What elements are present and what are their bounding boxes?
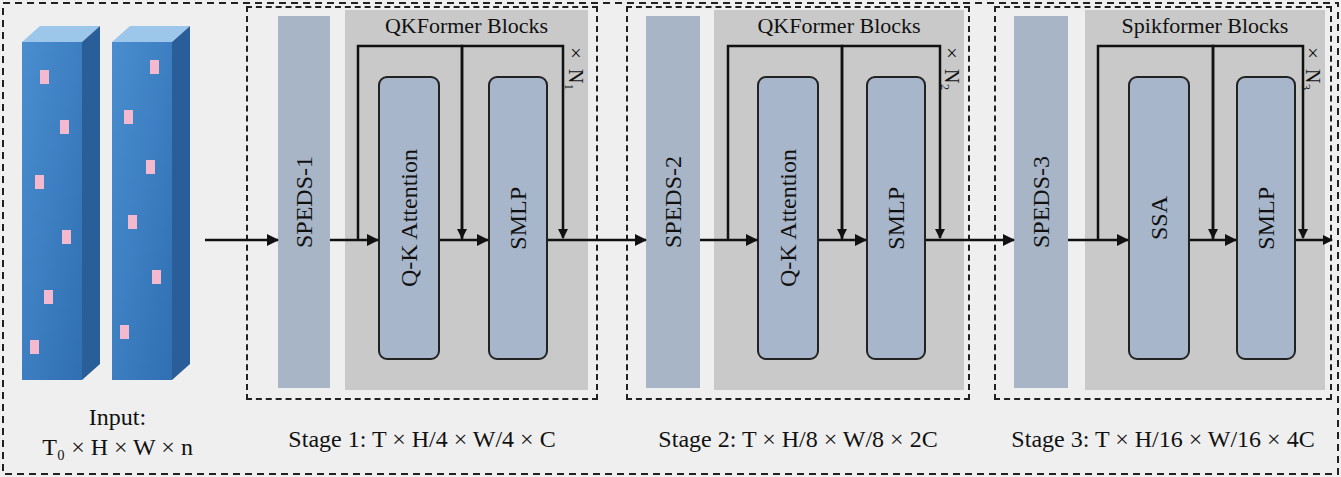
speds-block: SPEDS-3: [1014, 16, 1068, 388]
stage-caption: Stage 1: T × H/4 × W/4 × C: [226, 426, 618, 453]
stage-group: Stage 1: T × H/4 × W/4 × CSPEDS-1QKForme…: [246, 6, 598, 468]
block-label: SPEDS-3: [1028, 156, 1055, 248]
block-label: SPEDS-1: [291, 156, 318, 248]
operator-box: SMLP: [488, 76, 548, 360]
block-label: SPEDS-2: [660, 156, 687, 248]
stage-group: Stage 3: T × H/16 × W/16 × 4CSPEDS-3Spik…: [994, 6, 1332, 468]
block-label: SMLP: [1253, 187, 1280, 250]
flow-arrow: [205, 239, 278, 242]
block-label: SSA: [1146, 196, 1173, 240]
operator-box: SMLP: [866, 76, 926, 360]
repeat-count: × N₂: [940, 42, 963, 90]
input-group: Input:T₀ × H × W × n: [10, 20, 205, 470]
speds-block: SPEDS-2: [646, 16, 700, 388]
blocks-panel: QKFormer Blocks × N₁ Q-K Attention SMLP: [345, 10, 588, 390]
blocks-panel: Spikformer Blocks × N₃ SSA SMLP: [1085, 10, 1325, 390]
block-label: Q-K Attention: [775, 149, 802, 287]
input-caption: T₀ × H × W × n: [0, 434, 245, 461]
operator-box: SMLP: [1236, 76, 1296, 360]
panel-title: QKFormer Blocks: [345, 13, 588, 39]
stage-caption: Stage 3: T × H/16 × W/16 × 4C: [974, 426, 1341, 453]
block-label: SMLP: [505, 187, 532, 250]
block-label: SMLP: [883, 187, 910, 250]
panel-title: QKFormer Blocks: [714, 13, 964, 39]
speds-block: SPEDS-1: [278, 16, 330, 388]
repeat-count: × N₁: [564, 42, 587, 90]
repeat-count: × N₃: [1301, 42, 1324, 90]
operator-box: Q-K Attention: [757, 76, 819, 360]
operator-box: Q-K Attention: [378, 76, 440, 360]
blocks-panel: QKFormer Blocks × N₂ Q-K Attention SMLP: [714, 10, 964, 390]
stage-caption: Stage 2: T × H/8 × W/8 × 2C: [606, 426, 990, 453]
block-label: Q-K Attention: [396, 149, 423, 287]
operator-box: SSA: [1128, 76, 1190, 360]
panel-title: Spikformer Blocks: [1085, 13, 1325, 39]
stage-group: Stage 2: T × H/8 × W/8 × 2CSPEDS-2QKForm…: [626, 6, 970, 468]
input-caption: Input:: [0, 404, 245, 431]
